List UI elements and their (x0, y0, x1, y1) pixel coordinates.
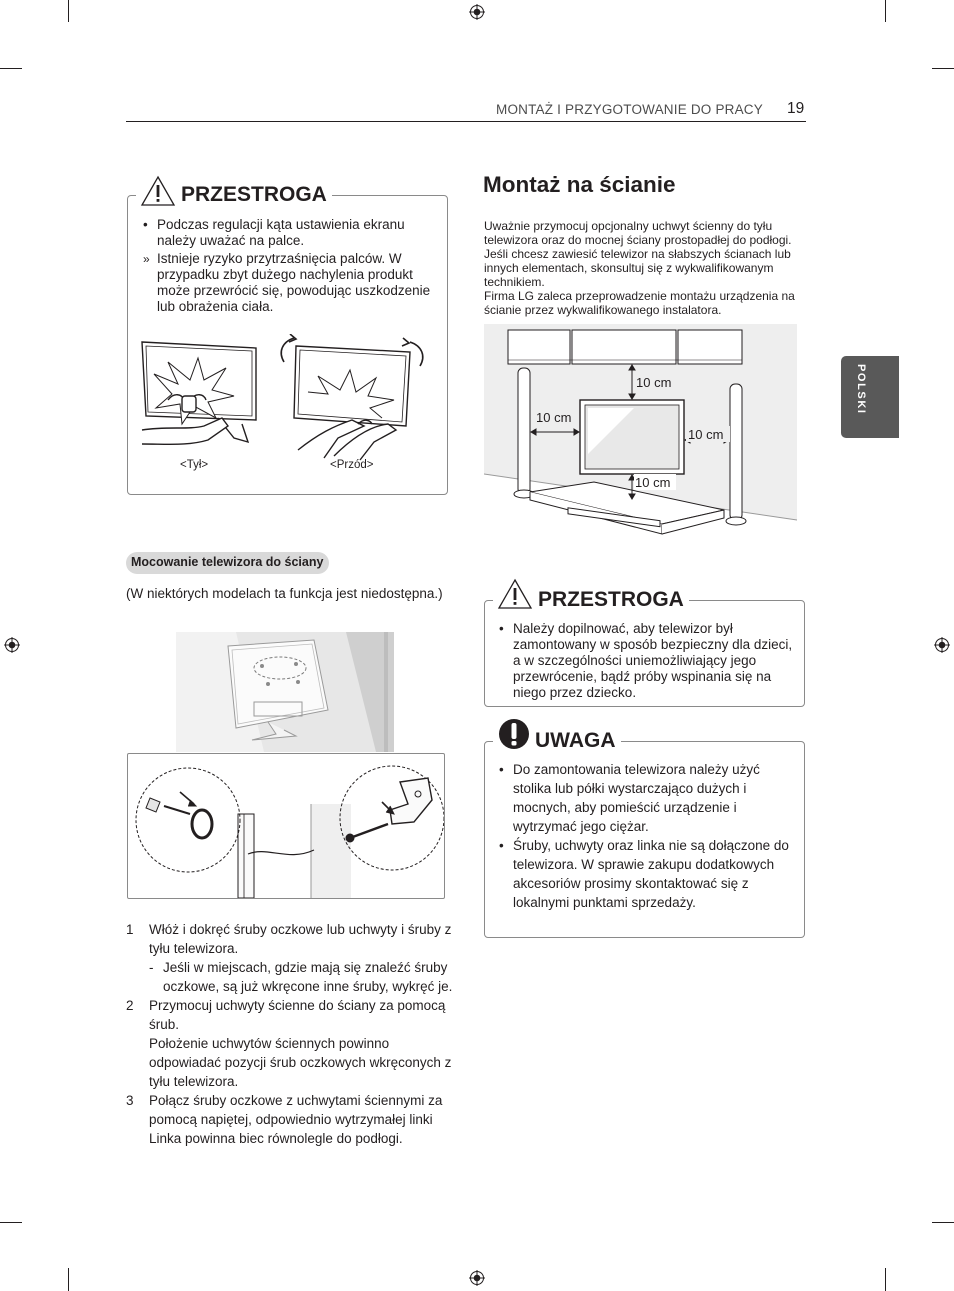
tilt-warning-illustration (141, 334, 424, 461)
caution-title-right-text: PRZESTROGA (538, 588, 684, 611)
registration-mark-icon (469, 4, 485, 20)
header-divider (126, 121, 806, 122)
note-box: Do zamontowania telewizora należy użyć s… (484, 741, 805, 938)
eyebolt-bracket-illustration (135, 765, 444, 898)
warning-triangle-icon (497, 578, 533, 609)
language-tab: POLSKI (841, 356, 899, 438)
intro-paragraph-1: Uważnie przymocuj opcjonalny uchwyt ście… (484, 219, 792, 289)
tv-back-view (141, 341, 257, 446)
caption-front: <Przód> (330, 459, 374, 471)
step-text: Połącz śruby oczkowe z uchwytami ścienny… (149, 1093, 443, 1146)
section-pill-heading: Mocowanie telewizora do ściany (126, 552, 330, 574)
step-text: Przymocuj uchwyty ścienne do ściany za p… (149, 998, 446, 1032)
note-bullet: Śruby, uchwyty oraz linka nie są dołączo… (498, 836, 798, 912)
caption-back: <Tył> (180, 459, 209, 471)
step-subnote-text: Jeśli w miejscach, gdzie mają się znaleź… (163, 960, 453, 994)
steps-list: 1 Włóż i dokręć śruby oczkowe lub uchwyt… (126, 920, 456, 1148)
clearance-bottom-label: 10 cm (635, 475, 670, 490)
rotate-arrow-icon (280, 334, 424, 367)
caution-title-right: PRZESTROGA (493, 578, 689, 612)
intro-paragraph-2: Firma LG zaleca przeprowadzenie montażu … (484, 289, 795, 317)
registration-mark-icon (934, 637, 950, 653)
section-header: MONTAŻ I PRZYGOTOWANIE DO PRACY (496, 102, 763, 117)
step-item: 3 Połącz śruby oczkowe z uchwytami ścien… (126, 1091, 456, 1148)
clearance-left-label: 10 cm (536, 410, 571, 425)
availability-note: (W niektórych modelach ta funkcja jest n… (126, 586, 443, 601)
caution-box-right: Należy dopilnować, aby telewizor był zam… (484, 600, 805, 707)
crop-mark (0, 68, 22, 69)
registration-mark-icon (469, 1270, 485, 1286)
caution-subpoint: Istnieje ryzyko przytrzaśnięcia palców. … (142, 251, 446, 315)
caution-title-top-text: PRZESTROGA (181, 183, 327, 206)
note-title-text: UWAGA (535, 729, 616, 752)
crop-mark (68, 0, 69, 22)
registration-mark-icon (4, 637, 20, 653)
note-title: UWAGA (493, 717, 621, 753)
intro-text: Uważnie przymocuj opcjonalny uchwyt ście… (484, 219, 814, 317)
crop-mark (885, 0, 886, 22)
crop-mark (0, 1222, 22, 1223)
bracket-magnifier (339, 765, 444, 871)
crop-mark (932, 68, 954, 69)
step-number: 1 (126, 922, 134, 937)
eyebolt-magnifier (135, 767, 241, 873)
step-number: 2 (126, 998, 134, 1013)
clearance-right-label: 10 cm (688, 427, 723, 442)
step-text: Włóż i dokręć śruby oczkowe lub uchwyty … (149, 922, 452, 956)
step-item: 2 Przymocuj uchwyty ścienne do ściany za… (126, 996, 456, 1091)
page-title: Montaż na ścianie (483, 172, 676, 197)
step-subnote: - Jeśli w miejscach, gdzie mają się znal… (149, 960, 453, 994)
clearance-diagram: 10 cm 10 cm 10 cm 10 cm (484, 324, 798, 536)
clearance-top-label: 10 cm (636, 375, 671, 390)
crop-mark (932, 1222, 954, 1223)
language-tab-label: POLSKI (855, 364, 867, 415)
exclamation-circle-icon (499, 719, 529, 749)
note-bullet: Do zamontowania telewizora należy użyć s… (498, 760, 798, 836)
caution-box-top: Podczas regulacji kąta ustawienia ekranu… (127, 195, 448, 495)
step-number: 3 (126, 1093, 134, 1108)
bracket-illustration-box (127, 753, 445, 899)
warning-triangle-icon (140, 175, 176, 206)
step-extra: Położenie uchwytów ściennych powinno odp… (149, 1036, 452, 1089)
page-number: 19 (787, 100, 805, 117)
crop-mark (68, 1268, 69, 1291)
tv-wall-illustration (176, 632, 394, 752)
tv-front-view (293, 345, 411, 461)
caution-bullet: Podczas regulacji kąta ustawienia ekranu… (142, 217, 446, 249)
step-item: 1 Włóż i dokręć śruby oczkowe lub uchwyt… (126, 920, 456, 996)
crop-mark (885, 1268, 886, 1291)
caution-title-top: PRZESTROGA (136, 175, 332, 207)
caution-bullet: Należy dopilnować, aby telewizor był zam… (498, 621, 798, 701)
